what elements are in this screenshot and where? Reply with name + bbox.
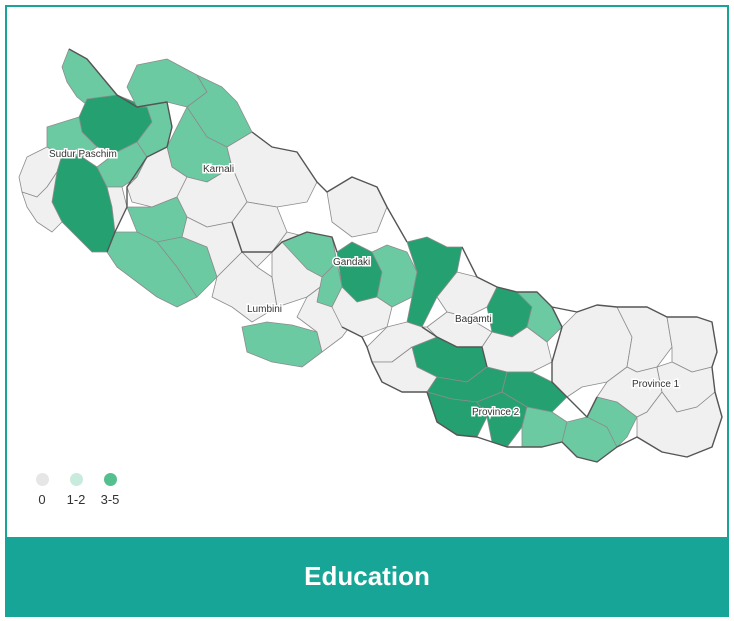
legend: 0 1-2 3-5: [29, 473, 123, 507]
district[interactable]: [476, 391, 528, 448]
province-border: [231, 221, 338, 253]
district[interactable]: [126, 58, 208, 108]
province-label-bagamati: Bagamti: [455, 314, 492, 325]
legend-dot-1-2: [69, 473, 83, 486]
province-label-karnali: Karnali: [203, 164, 234, 175]
legend-item-1-2: 1-2: [63, 473, 89, 507]
legend-dot-0: [35, 473, 49, 486]
province-border: [341, 326, 427, 393]
legend-label-0: 0: [38, 492, 46, 507]
legend-item-0: 0: [29, 473, 55, 507]
district[interactable]: [21, 171, 63, 233]
province-lumbini: [106, 201, 358, 368]
province-label-sudurpaschim: Sudur Paschim: [49, 149, 117, 160]
province-border: [426, 246, 723, 463]
footer-title: Education: [304, 560, 430, 591]
province-label-province1: Province 1: [632, 379, 680, 390]
province-sudurpaschim: [18, 48, 173, 253]
district[interactable]: [521, 406, 568, 448]
legend-label-3-5: 3-5: [100, 492, 120, 507]
legend-item-3-5: 3-5: [97, 473, 123, 507]
nepal-map: Sudur Paschim Karnali Gandaki Lumbini Ba…: [18, 48, 723, 463]
province-border: [551, 306, 598, 418]
province-gandaki: [281, 176, 463, 338]
province-border: [421, 326, 488, 368]
province-2: [371, 346, 638, 463]
map-area: Sudur Paschim Karnali Gandaki Lumbini Ba…: [7, 7, 727, 537]
legend-dot-3-5: [103, 473, 117, 486]
legend-label-1-2: 1-2: [66, 492, 86, 507]
map-card: Sudur Paschim Karnali Gandaki Lumbini Ba…: [5, 5, 729, 617]
province-karnali: [126, 58, 318, 243]
province-label-province2: Province 2: [472, 407, 520, 418]
province-label-lumbini: Lumbini: [247, 304, 282, 315]
province-label-gandaki: Gandaki: [333, 257, 370, 268]
province-border: [251, 131, 408, 243]
province-border: [68, 48, 173, 253]
district[interactable]: [241, 321, 323, 368]
footer-banner: Education: [7, 537, 727, 615]
